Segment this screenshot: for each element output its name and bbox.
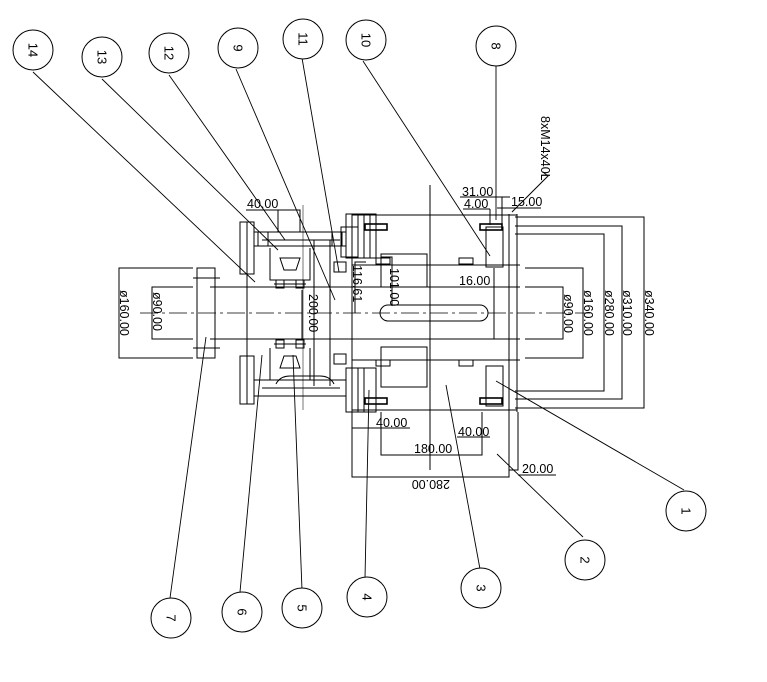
- dim-40-bottom-right: 40.00: [458, 425, 489, 439]
- dim-phi90-left: ø90.00: [150, 292, 164, 331]
- balloon-11: 11: [282, 18, 324, 60]
- balloon-10: 10: [345, 19, 387, 61]
- balloon-label: 1: [679, 507, 694, 514]
- balloon-label: 2: [578, 556, 593, 563]
- dim-4: 4.00: [464, 197, 488, 211]
- dim-phi90-right: ø90.00: [561, 294, 575, 333]
- dim-phi160-left: ø160.00: [117, 290, 131, 336]
- dimension-texts: 40.00 31.00 4.00 15.00 16.00 101.00 116.…: [117, 116, 656, 491]
- balloon-label: 11: [296, 32, 311, 46]
- balloon-8: 8: [475, 25, 517, 67]
- balloon-label: 13: [95, 50, 110, 64]
- balloon-label: 8: [489, 42, 504, 49]
- dimension-lines: [118, 171, 645, 478]
- balloon-6: 6: [221, 591, 263, 633]
- dim-phi340: ø340.00: [642, 290, 656, 336]
- dim-116: 116.61: [350, 265, 364, 302]
- dim-phi160-right: ø160.00: [581, 290, 595, 336]
- dim-280: 280.00: [412, 477, 450, 491]
- dim-15: 15.00: [511, 195, 542, 209]
- balloon-13: 13: [81, 36, 123, 78]
- balloon-12: 12: [148, 32, 190, 74]
- balloon-2: 2: [564, 539, 606, 581]
- dim-40-bottom-left: 40.00: [376, 416, 407, 430]
- balloon-3: 3: [460, 567, 502, 609]
- balloon-4: 4: [346, 576, 388, 618]
- dim-phi280: ø280.00: [602, 290, 616, 336]
- right-body: [340, 214, 520, 412]
- dim-31: 31.00: [462, 185, 493, 199]
- left-housing: [239, 209, 347, 405]
- bolt-spec-annotation: 8xM14x40L: [538, 116, 552, 181]
- balloon-label: 12: [162, 46, 177, 60]
- balloon-label: 5: [295, 604, 310, 611]
- dim-20: 20.00: [522, 462, 553, 476]
- balloon-14: 14: [12, 29, 54, 71]
- balloon-5: 5: [281, 587, 323, 629]
- dim-40-top: 40.00: [247, 197, 278, 211]
- balloon-label: 3: [474, 584, 489, 591]
- balloon-7: 7: [150, 597, 192, 639]
- balloon-label: 14: [26, 43, 41, 57]
- balloon-label: 9: [231, 44, 246, 51]
- balloon-1: 1: [665, 490, 707, 532]
- balloon-label: 4: [360, 593, 375, 600]
- balloon-label: 10: [359, 33, 374, 47]
- leader-lines: [32, 57, 685, 599]
- dim-16: 16.00: [459, 274, 490, 288]
- dim-200: 200.00: [306, 294, 320, 332]
- balloon-9: 9: [217, 27, 259, 69]
- dim-180: 180.00: [414, 442, 452, 456]
- dim-phi310: ø310.00: [620, 290, 634, 336]
- balloon-label: 7: [164, 614, 179, 621]
- dim-101: 101.00: [387, 268, 401, 306]
- balloon-label: 6: [235, 608, 250, 615]
